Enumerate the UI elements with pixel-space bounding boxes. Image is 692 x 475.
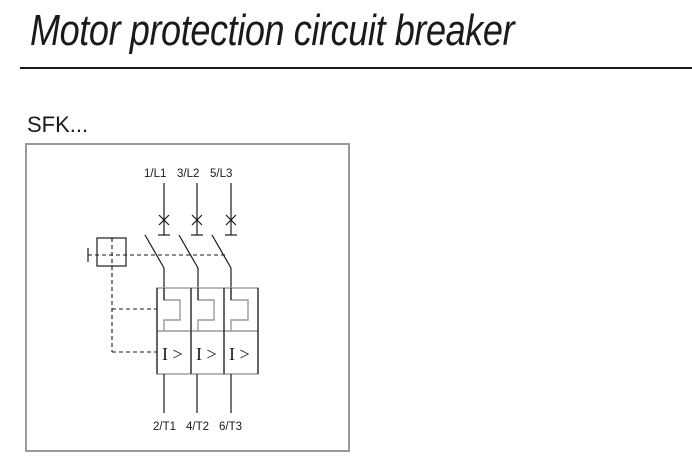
diagram-frame bbox=[25, 143, 350, 452]
supply-terminal-label-3: 5/L3 bbox=[210, 168, 232, 180]
switch-contact-3 bbox=[211, 234, 232, 269]
isolator-cross-2 bbox=[191, 214, 203, 236]
page-title: Motor protection circuit breaker bbox=[30, 6, 515, 55]
thermal-trip-1 bbox=[163, 288, 181, 331]
model-label: SFK... bbox=[27, 112, 89, 137]
load-terminal-label-1: 2/T1 bbox=[153, 421, 176, 433]
overcurrent-label-3: I > bbox=[229, 344, 250, 364]
load-terminal-label-3: 6/T3 bbox=[219, 421, 242, 433]
supply-terminal-label-2: 3/L2 bbox=[177, 168, 199, 180]
isolator-cross-3 bbox=[225, 214, 237, 236]
thermal-trip-2 bbox=[197, 288, 215, 331]
supply-terminal-label-1: 1/L1 bbox=[144, 168, 166, 180]
load-terminal-label-2: 4/T2 bbox=[186, 421, 209, 433]
mechanical-linkage bbox=[88, 238, 227, 353]
isolator-cross-1 bbox=[158, 214, 170, 236]
overcurrent-label-2: I > bbox=[196, 344, 217, 364]
thermal-trip-3 bbox=[230, 288, 249, 331]
switch-contact-1 bbox=[144, 234, 165, 269]
overcurrent-label-1: I > bbox=[162, 344, 183, 364]
switch-contact-2 bbox=[178, 234, 199, 269]
title-rule bbox=[20, 67, 692, 69]
